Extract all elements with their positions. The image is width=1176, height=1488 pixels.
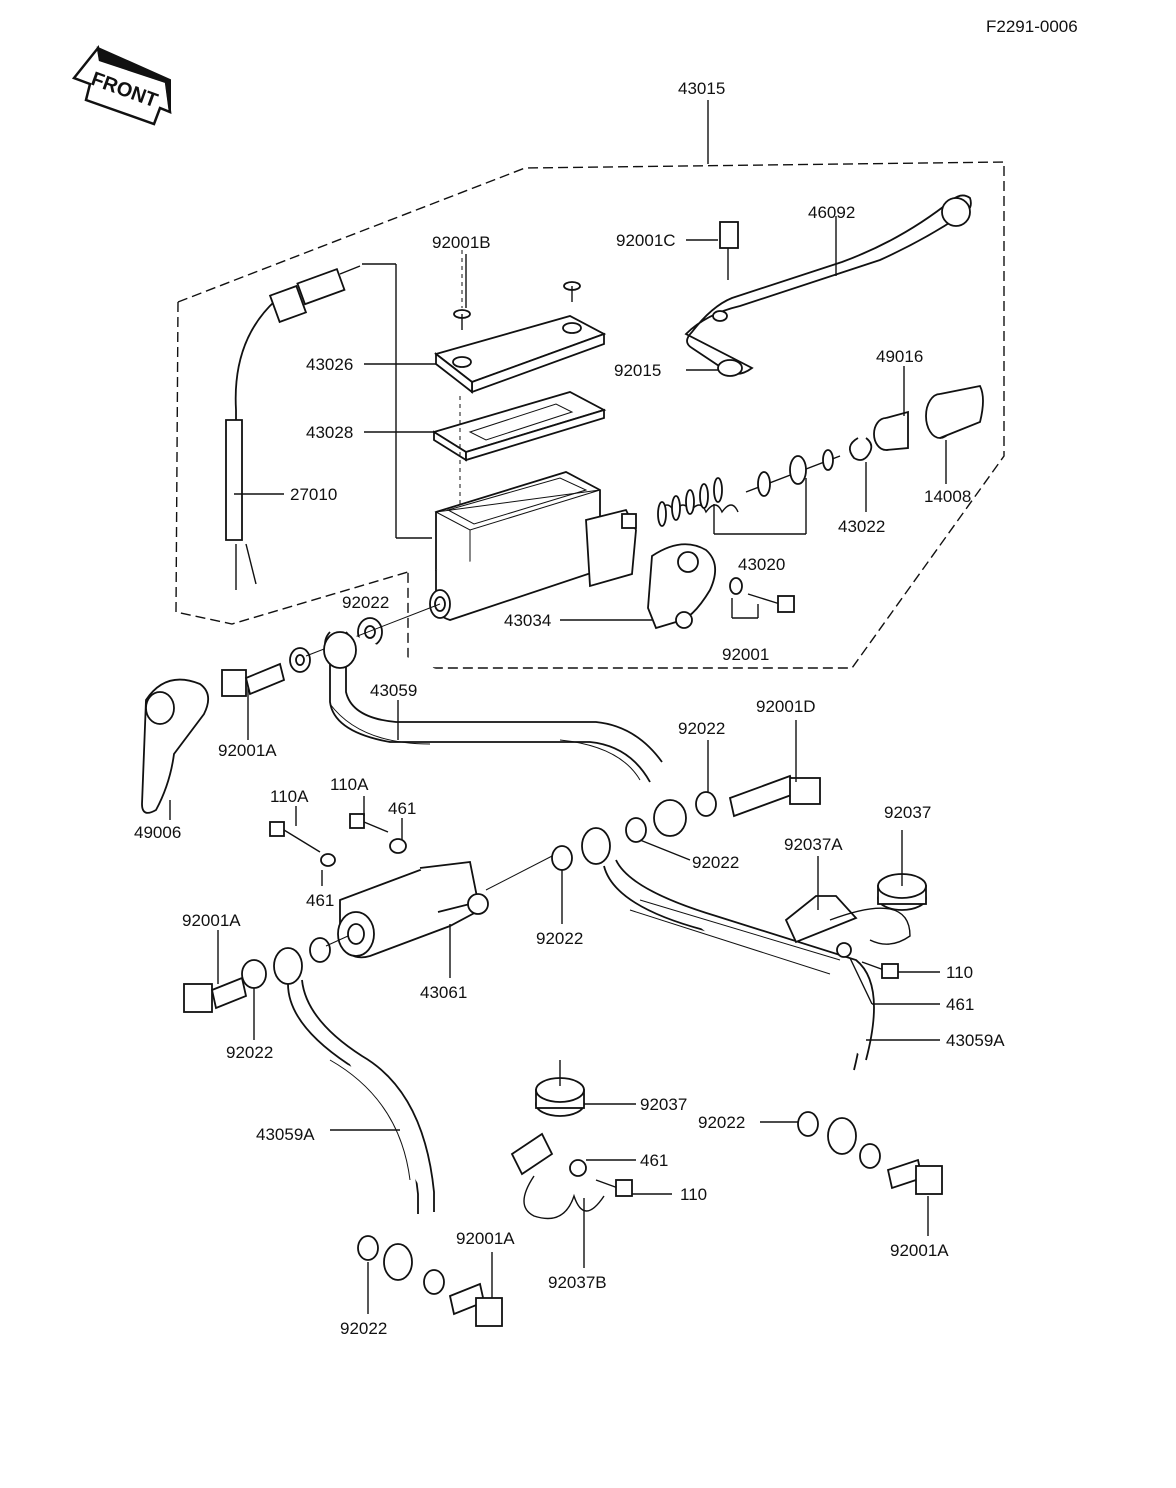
crush-washer	[309, 937, 331, 963]
spring-43020	[657, 477, 739, 527]
reference-code: F2291-0006	[986, 17, 1078, 36]
label-461: 461	[946, 995, 974, 1014]
label-461: 461	[306, 891, 334, 910]
label-43020: 43020	[738, 555, 785, 574]
label-92037A: 92037A	[784, 835, 843, 854]
label-92001B: 92001B	[432, 233, 491, 252]
diaphragm-plate-43028	[431, 391, 607, 462]
label-110: 110	[946, 963, 973, 982]
crush-washer	[241, 959, 267, 989]
label-92001: 92001	[722, 645, 769, 664]
crush-washer	[551, 845, 573, 871]
label-92001A: 92001A	[890, 1241, 949, 1260]
banjo-bolt-92001D	[695, 774, 821, 818]
bolt-110	[595, 1179, 633, 1197]
crush-washer	[797, 1111, 819, 1137]
label-461: 461	[388, 799, 416, 818]
bolt-110A	[269, 821, 321, 853]
cap-screw	[563, 281, 581, 302]
label-92022: 92022	[698, 1113, 745, 1132]
banjo-bolt-92001A	[448, 1282, 503, 1327]
label-43059A: 43059A	[256, 1125, 315, 1144]
label-92037B: 92037B	[548, 1273, 607, 1292]
clamp-bolt-92001	[729, 577, 795, 613]
crush-washer	[859, 1143, 881, 1169]
washer-461	[569, 1159, 587, 1177]
label-110: 110	[680, 1185, 707, 1204]
label-461: 461	[640, 1151, 668, 1170]
front-arrow-icon: FRONT	[71, 45, 172, 126]
piston-43020	[745, 449, 841, 497]
bracket-92037A	[784, 895, 911, 945]
label-110A: 110A	[330, 775, 369, 794]
reservoir-cap-43026	[434, 315, 607, 394]
label-92001D: 92001D	[756, 697, 816, 716]
bolt-110	[861, 961, 899, 979]
label-92001C: 92001C	[616, 231, 676, 250]
label-92037: 92037	[884, 803, 931, 822]
rubber-boot-49006	[141, 678, 210, 814]
label-92022: 92022	[692, 853, 739, 872]
label-92001A: 92001A	[182, 911, 241, 930]
master-cylinder-body	[429, 471, 637, 621]
clutch-hose-43059	[323, 631, 687, 837]
clutch-switch-27010	[225, 265, 361, 590]
label-92022: 92022	[340, 1319, 387, 1338]
washer-461	[320, 853, 336, 867]
banjo-bolt-92001A	[183, 976, 248, 1013]
label-14008: 14008	[924, 487, 971, 506]
washer-461	[836, 942, 852, 958]
label-110A: 110A	[270, 787, 309, 806]
label-46092: 46092	[808, 203, 855, 222]
label-43059: 43059	[370, 681, 417, 700]
label-92037: 92037	[640, 1095, 687, 1114]
label-43028: 43028	[306, 423, 353, 442]
clutch-hose-43059A	[581, 827, 875, 1155]
nut-92015	[717, 359, 743, 377]
clamp-43034	[647, 543, 716, 630]
clutch-hose-43059A	[273, 947, 435, 1281]
label-92022: 92022	[226, 1043, 273, 1062]
pivot-bolt-92001C	[719, 221, 739, 280]
crush-washer	[423, 1269, 445, 1295]
label-27010: 27010	[290, 485, 337, 504]
crush-washer	[625, 817, 647, 843]
clip-92037B	[510, 1132, 605, 1220]
crush-washer	[357, 1235, 379, 1261]
washer-461	[389, 838, 407, 854]
label-43015: 43015	[678, 79, 725, 98]
label-92022: 92022	[342, 593, 389, 612]
label-43061: 43061	[420, 983, 467, 1002]
clutch-lever-46092	[684, 194, 972, 375]
cap-screw-92001B	[453, 309, 471, 330]
circlip-43022	[848, 437, 873, 461]
label-92022: 92022	[678, 719, 725, 738]
dust-boot-49016	[873, 410, 909, 451]
label-92015: 92015	[614, 361, 661, 380]
label-49016: 49016	[876, 347, 923, 366]
leader-lines	[169, 216, 947, 1314]
banjo-bolt-92001A	[221, 662, 286, 697]
label-92001A: 92001A	[456, 1229, 515, 1248]
label-43059A: 43059A	[946, 1031, 1005, 1050]
banjo-bolt-92001A	[886, 1158, 943, 1195]
part-labels: 43015 92001B 92001C 46092 43026 92015 49…	[134, 79, 1005, 1338]
junction-43061	[337, 861, 489, 959]
label-43022: 43022	[838, 517, 885, 536]
label-49006: 49006	[134, 823, 181, 842]
pushrod-cap-14008	[925, 384, 984, 439]
label-43034: 43034	[504, 611, 551, 630]
label-43026: 43026	[306, 355, 353, 374]
crush-washer	[289, 647, 311, 673]
label-92022: 92022	[536, 929, 583, 948]
grommet-92037	[535, 1077, 585, 1117]
bolt-110A	[349, 813, 389, 833]
label-92001A: 92001A	[218, 741, 277, 760]
